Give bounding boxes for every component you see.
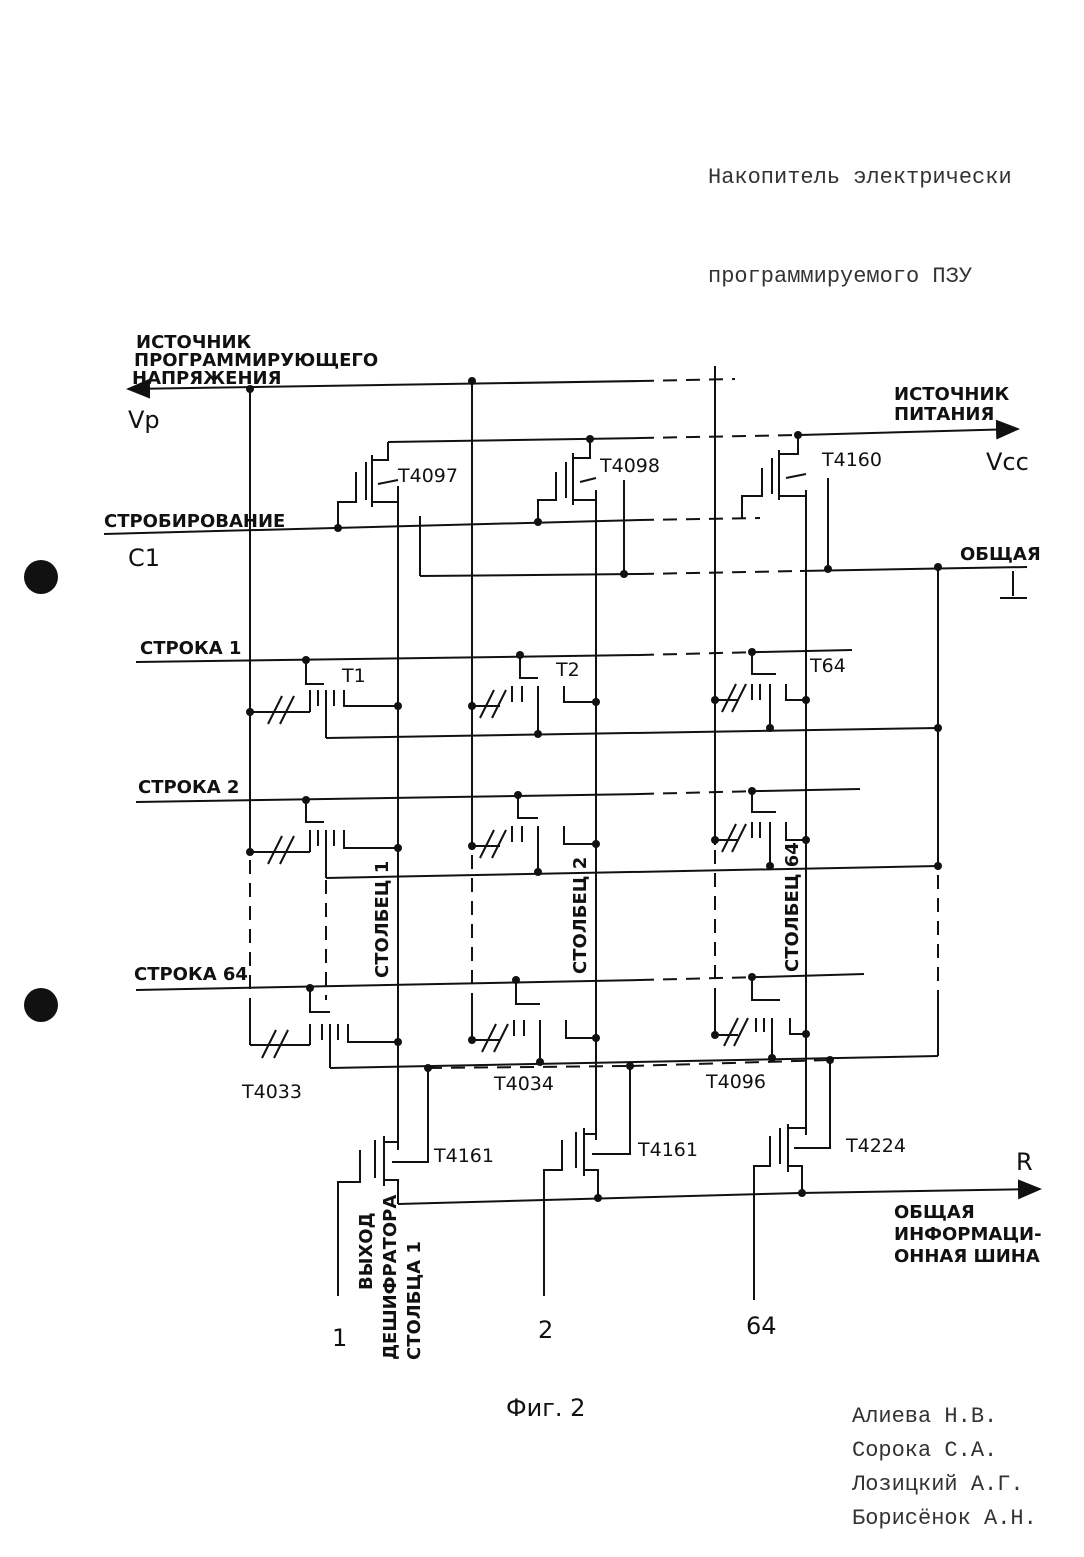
cell-t4034: [472, 980, 596, 1062]
authors-list: Алиева Н.В. Сорока С.А. Лозицкий А.Г. Бо…: [852, 1400, 1037, 1536]
transistor-t4224: [754, 1060, 830, 1300]
vcc-rail: [388, 429, 1018, 447]
decoder-label-2: ДЕШИФРАТОРА: [380, 1195, 401, 1360]
transistor-label-t4161-col2: T4161: [637, 1139, 698, 1161]
figure-caption: Фиг. 2: [506, 1394, 585, 1422]
transistor-label-t4033: T4033: [241, 1081, 302, 1103]
transistor-label-t4098: T4098: [599, 455, 660, 477]
cell-t64: [715, 652, 806, 728]
decoder-label-1: ВЫХОД: [356, 1212, 377, 1290]
author-name: Алиева Н.В.: [852, 1400, 1037, 1434]
column-number-64: 64: [746, 1312, 777, 1340]
common-line: [420, 567, 1027, 598]
author-name: Борисёнок А.Н.: [852, 1502, 1037, 1536]
vp-source-label-3: НАПРЯЖЕНИЯ: [132, 368, 281, 389]
common-label: ОБЩАЯ: [960, 544, 1041, 565]
transistor-label-t64: T64: [809, 655, 846, 677]
cell-t4096: [715, 977, 806, 1058]
info-bus-arrow: [800, 1189, 1040, 1193]
decoder-label-3: СТОЛБЦА 1: [404, 1241, 425, 1360]
power-source-label-1: ИСТОЧНИК: [894, 384, 1010, 405]
column-1-label: СТОЛБЕЦ 1: [372, 861, 393, 978]
cell-row2-col1: [250, 800, 938, 878]
author-name: Лозицкий А.Г.: [852, 1468, 1037, 1502]
vp-label: Vp: [128, 406, 160, 434]
vcc-label: Vcc: [986, 448, 1029, 476]
cell-t4033: [250, 988, 938, 1068]
transistor-label-t4096: T4096: [705, 1071, 766, 1093]
transistor-label-t4160: T4160: [821, 449, 882, 471]
r-label: R: [1016, 1148, 1033, 1176]
transistor-label-t2: T2: [555, 659, 580, 681]
column-number-1: 1: [332, 1324, 347, 1352]
transistor-t4161-col2: [544, 1066, 630, 1296]
bus-label-2: ИНФОРМАЦИ-: [894, 1224, 1042, 1245]
column-2-label: СТОЛБЕЦ 2: [570, 857, 591, 974]
row-2-label: СТРОКА 2: [138, 777, 239, 798]
transistor-t4160: [742, 435, 828, 569]
author-name: Сорока С.А.: [852, 1434, 1037, 1468]
row-1-label: СТРОКА 1: [140, 638, 241, 659]
row-64-label: СТРОКА 64: [134, 964, 248, 985]
transistor-label-t4161-col1: T4161: [433, 1145, 494, 1167]
column-number-2: 2: [538, 1316, 553, 1344]
bus-label-1: ОБЩАЯ: [894, 1202, 975, 1223]
transistor-label-t4097: T4097: [397, 465, 458, 487]
strobe-label: СТРОБИРОВАНИЕ: [104, 511, 285, 532]
c1-label: C1: [128, 544, 160, 572]
transistor-label-t4034: T4034: [493, 1073, 554, 1095]
transistor-label-t4224: T4224: [845, 1135, 906, 1157]
column-64-label: СТОЛБЕЦ 64: [782, 842, 803, 972]
bus-label-3: ОННАЯ ШИНА: [894, 1246, 1040, 1267]
transistor-label-t1: T1: [341, 665, 366, 687]
row-line-1: [136, 650, 852, 662]
power-source-label-2: ПИТАНИЯ: [894, 404, 994, 425]
